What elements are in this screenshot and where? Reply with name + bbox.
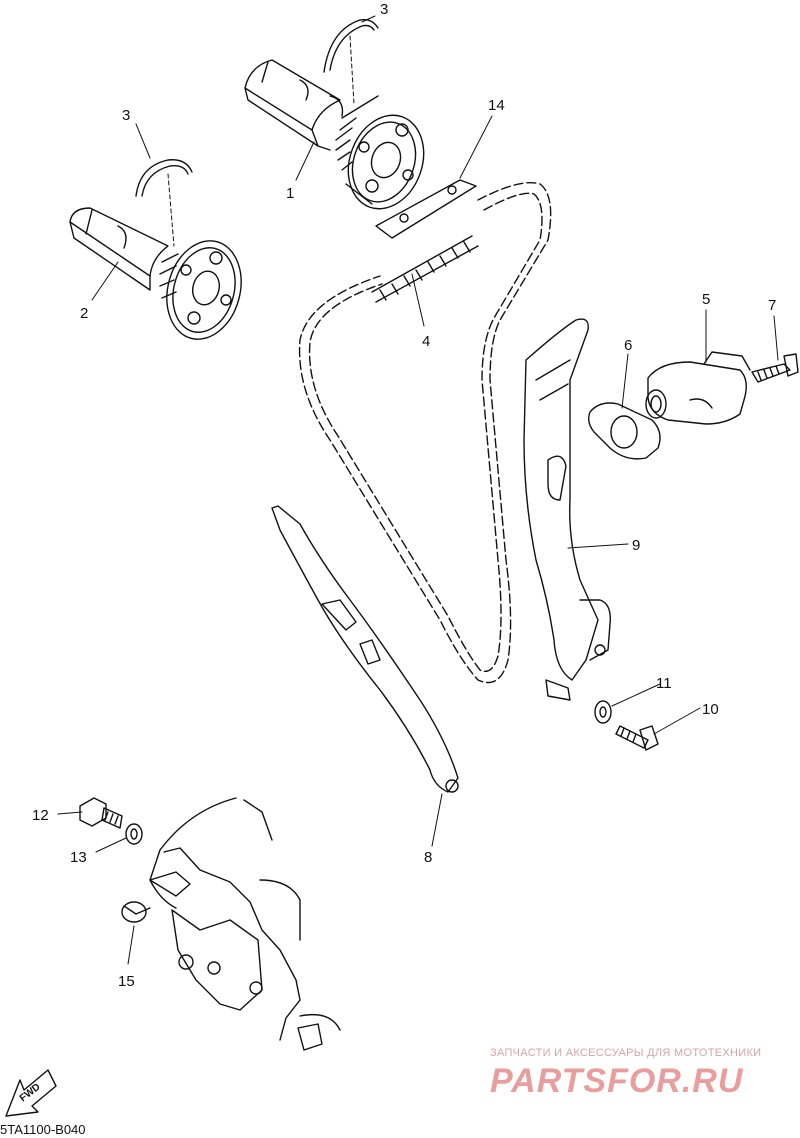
callout-15: 15 bbox=[118, 973, 135, 990]
callout-8: 8 bbox=[424, 849, 432, 866]
camshaft-intake bbox=[69, 207, 242, 340]
circlip-lower bbox=[135, 159, 193, 197]
leader-lines bbox=[57, 15, 779, 965]
callout-1: 1 bbox=[286, 185, 294, 202]
circlip-upper bbox=[323, 18, 379, 73]
callout-2: 2 bbox=[80, 305, 88, 322]
guide-bolt-10 bbox=[615, 725, 659, 751]
callout-7: 7 bbox=[768, 297, 776, 314]
callout-13: 12 bbox=[32, 807, 49, 824]
tensioner-gasket bbox=[587, 402, 661, 460]
callout-11: 11 bbox=[656, 675, 672, 692]
watermark-tagline: ЗАПЧАСТИ И АКСЕССУАРЫ ДЛЯ МОТОТЕХНИКИ bbox=[490, 1047, 761, 1059]
diagram-code: 5TA1100-B040 bbox=[0, 1122, 86, 1137]
circlip-lower-inner bbox=[141, 164, 189, 197]
plug-15 bbox=[121, 901, 151, 923]
chain-guide-front bbox=[271, 505, 459, 793]
chain-guide-plate bbox=[375, 179, 477, 239]
washer-11 bbox=[594, 700, 612, 724]
bolt-13 bbox=[79, 797, 123, 829]
callout-10: 10 bbox=[702, 701, 719, 718]
callout-14: 13 bbox=[70, 849, 87, 866]
watermark: ЗАПЧАСТИ И АКСЕССУАРЫ ДЛЯ МОТОТЕХНИКИ PA… bbox=[490, 1047, 761, 1100]
watermark-logo: PARTSFOR.RU bbox=[490, 1062, 744, 1100]
callout-6: 6 bbox=[624, 337, 632, 354]
callout-labels: 3 3 1 2 14 4 5 6 7 9 11 10 8 12 13 15 bbox=[32, 1, 776, 990]
callout-5: 5 bbox=[702, 291, 710, 308]
tensioner-bolt bbox=[751, 353, 799, 383]
callout-3-lower: 3 bbox=[122, 107, 130, 124]
callout-12: 14 bbox=[488, 97, 505, 114]
callout-4: 4 bbox=[422, 333, 430, 350]
circlip-upper-inner bbox=[329, 24, 375, 71]
chain-guide-rear bbox=[523, 318, 611, 701]
chain-tensioner bbox=[645, 351, 751, 425]
callout-3-upper: 3 bbox=[380, 1, 388, 18]
camshaft-exhaust bbox=[244, 59, 425, 210]
cylinder-head-outline bbox=[149, 797, 341, 1051]
cam-chain bbox=[298, 182, 552, 684]
washer-14 bbox=[125, 823, 143, 845]
fwd-arrow bbox=[5, 1069, 57, 1117]
callout-9: 9 bbox=[632, 537, 640, 554]
